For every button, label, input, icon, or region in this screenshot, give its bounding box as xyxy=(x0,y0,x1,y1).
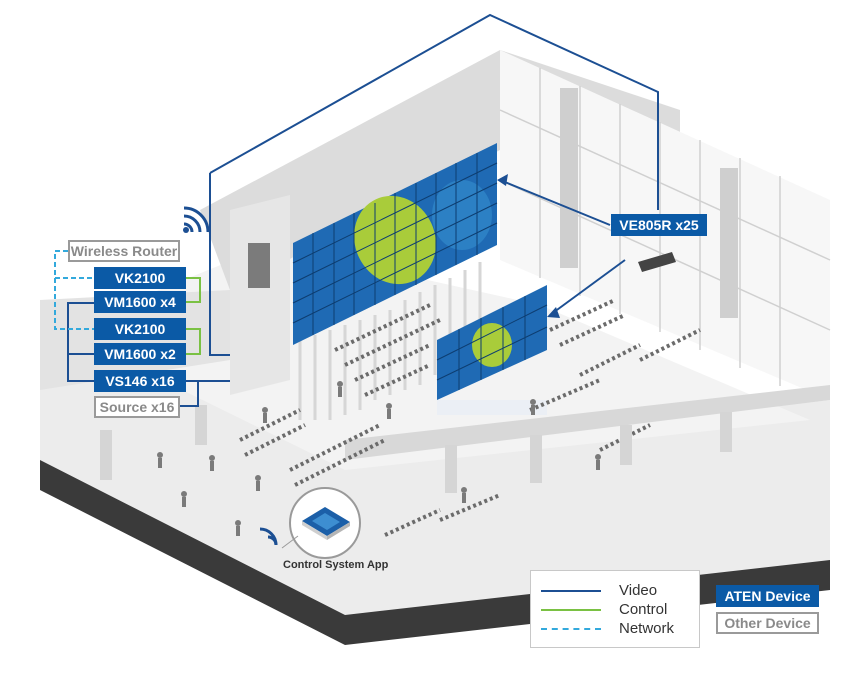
wifi-icon-dot xyxy=(183,227,189,233)
source-x16-label: Source x16 xyxy=(94,396,180,418)
legend-video: Video xyxy=(541,581,701,601)
mezzanine-ledge xyxy=(345,385,830,460)
wireless-router-label: Wireless Router xyxy=(68,240,180,262)
legend-video-label: Video xyxy=(619,582,658,599)
wifi-icon xyxy=(259,527,278,546)
legend-control-label: Control xyxy=(619,601,668,618)
audience-seating xyxy=(239,298,701,537)
control-system-app-label: Control System App xyxy=(283,559,389,571)
source-connection xyxy=(180,381,199,407)
secondary-video-wall xyxy=(436,285,548,415)
network-connections xyxy=(54,250,94,330)
app-link-line xyxy=(281,535,299,549)
vk2100-bottom-label: VK2100 xyxy=(94,318,186,340)
legend-other-device: Other Device xyxy=(716,612,819,634)
vm1600-x2-label: VM1600 x2 xyxy=(94,343,186,365)
stage-block xyxy=(230,195,290,395)
video-arrow xyxy=(547,307,560,318)
video-arrow xyxy=(497,174,508,186)
ve805r-x25-label: VE805R x25 xyxy=(611,214,707,236)
vs146-x16-label: VS146 x16 xyxy=(94,370,186,392)
pillar xyxy=(720,168,738,318)
video-connections xyxy=(67,13,659,382)
front-rail-posts xyxy=(100,405,732,493)
legend-network: Network xyxy=(541,619,701,639)
control-connections xyxy=(186,277,201,355)
vm1600-x4-label: VM1600 x4 xyxy=(94,291,186,313)
legend: Video Control Network xyxy=(530,570,700,648)
wifi-icon xyxy=(183,206,210,233)
vk2100-top-label: VK2100 xyxy=(94,267,186,289)
legend-control: Control xyxy=(541,600,701,620)
left-wall xyxy=(40,290,230,390)
pillar xyxy=(560,88,578,268)
legend-network-label: Network xyxy=(619,620,675,637)
main-video-wall xyxy=(292,143,498,345)
control-app-tablet xyxy=(289,487,361,559)
ve805r-receiver xyxy=(638,252,676,272)
stage-door xyxy=(248,243,270,288)
legend-aten-device: ATEN Device xyxy=(716,585,819,607)
people xyxy=(157,381,601,536)
